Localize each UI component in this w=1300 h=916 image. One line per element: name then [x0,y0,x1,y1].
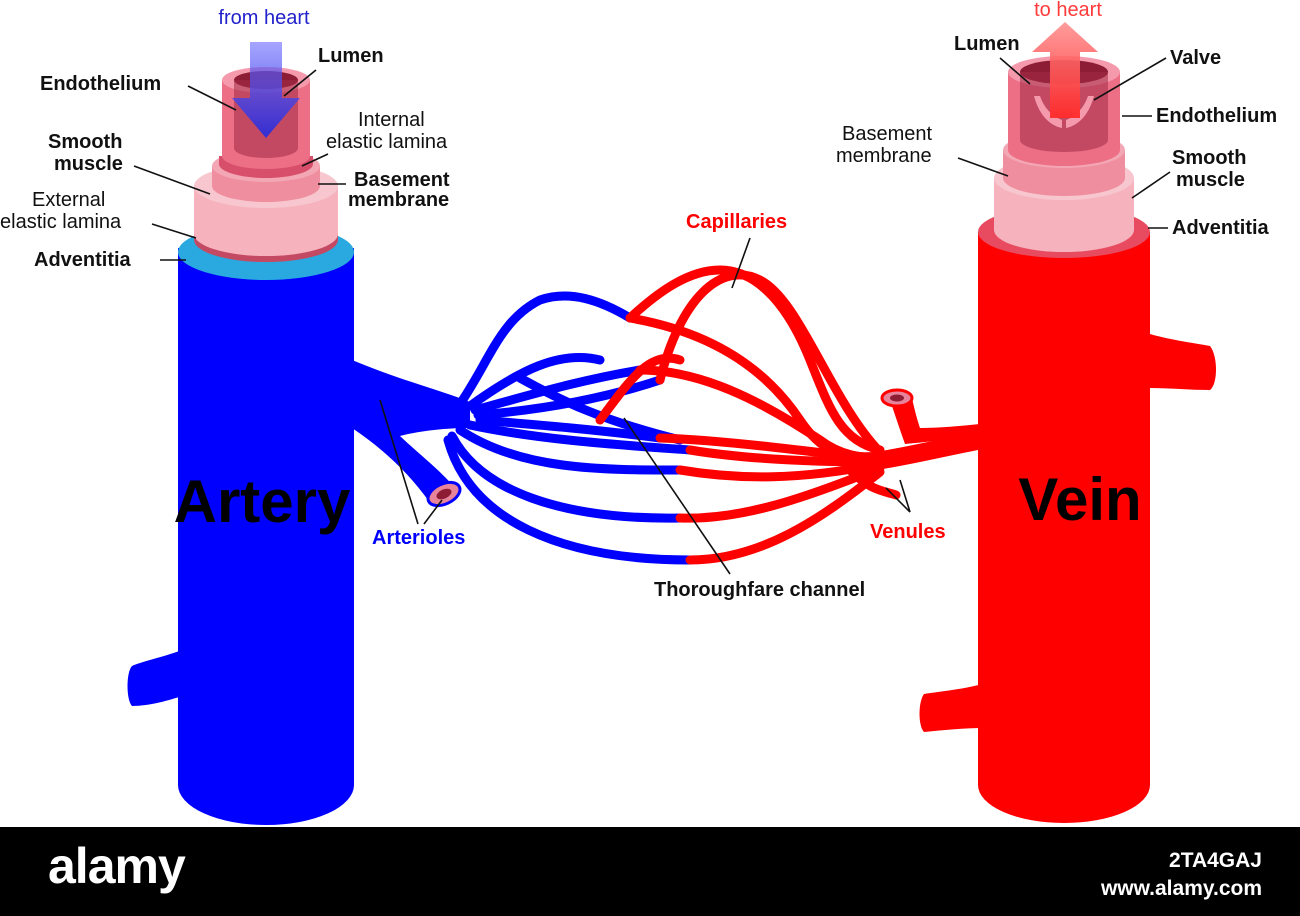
artery-body [178,248,354,825]
footer-bar: alamy 2TA4GAJ www.alamy.com [0,827,1300,916]
vein-lumen-label: Lumen [954,33,1020,55]
artery-basement-label-1: Basement [354,169,450,191]
vein-adventitia-label: Adventitia [1172,217,1270,239]
arteriole-vessels [443,291,695,565]
image-id: 2TA4GAJ [1169,849,1262,872]
capillary-network [443,265,991,565]
artery-internal-lamina-label-2: elastic lamina [326,131,448,153]
vein-valve-label: Valve [1170,47,1221,69]
to-heart-arrow [1032,22,1098,118]
venule-vessels [595,265,901,565]
vein-venule-trunk [890,398,980,444]
to-heart-label: to heart [1034,0,1102,21]
from-heart-arrow [232,42,300,138]
artery-name: Artery [174,468,351,535]
artery-arteriole-trunk [352,360,470,500]
site-url: www.alamy.com [1100,877,1262,900]
capillaries-label: Capillaries [686,211,787,233]
vein-right-branch [1150,334,1216,390]
vein-smooth-muscle-label-2: muscle [1176,169,1245,191]
artery-internal-lamina-label-1: Internal [358,109,425,131]
thoroughfare-label: Thoroughfare channel [654,579,865,601]
artery-lumen-label: Lumen [318,45,384,67]
artery-smooth-muscle-label-2: muscle [54,153,123,175]
artery-external-lamina-label-2: elastic lamina [0,211,122,233]
vein [880,22,1216,823]
from-heart-label: from heart [218,7,310,29]
artery-lower-branch [127,650,182,706]
vein-basement-label-1: Basement [842,123,932,145]
brand-logo: alamy [48,838,186,894]
artery [127,42,470,825]
artery-basement-label-2: membrane [348,189,449,211]
artery-smooth-muscle-label-1: Smooth [48,131,122,153]
vein-body [978,232,1150,823]
vein-basement-label-2: membrane [836,145,932,167]
vein-smooth-muscle-label-1: Smooth [1172,147,1246,169]
vein-name: Vein [1018,466,1141,533]
vein-endothelium-label: Endothelium [1156,105,1277,127]
vein-lower-branch [919,684,982,732]
venules-label: Venules [870,521,946,543]
artery-adventitia-label: Adventitia [34,249,132,271]
arterioles-label: Arterioles [372,527,465,549]
artery-external-lamina-label-1: External [32,189,105,211]
vein-valve [1034,96,1062,128]
artery-endothelium-label: Endothelium [40,73,161,95]
